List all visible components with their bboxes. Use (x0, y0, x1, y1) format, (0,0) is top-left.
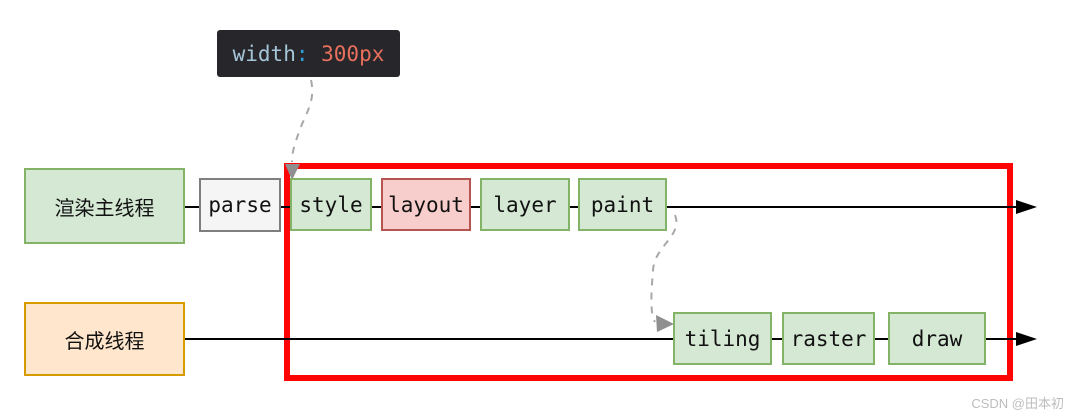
stage-box-style: style (290, 178, 372, 231)
stage-box-parse: parse (199, 178, 281, 232)
main-thread-label-box: 渲染主线程 (24, 168, 185, 244)
compositor-thread-label: 合成线程 (64, 330, 145, 353)
stage-label-raster: raster (790, 326, 867, 351)
tiling-arrowhead-icon (656, 315, 674, 332)
stage-label-style: style (299, 192, 363, 217)
css-property: width (232, 41, 296, 66)
main-thread-label: 渲染主线程 (54, 197, 155, 220)
compositor-thread-label-box: 合成线程 (24, 302, 185, 376)
stage-label-draw: draw (911, 326, 963, 351)
stage-box-layer: layer (480, 178, 570, 231)
stage-label-layout: layout (388, 192, 464, 217)
stage-label-tiling: tiling (684, 326, 761, 351)
paint-to-tiling-dashed-arrow (650, 214, 678, 323)
stage-box-draw: draw (888, 312, 986, 365)
stage-box-raster: raster (782, 312, 875, 365)
stage-label-paint: paint (590, 192, 655, 217)
stage-box-layout: layout (381, 178, 471, 231)
css-colon: : (295, 41, 322, 66)
tooltip-arrowhead-icon (285, 164, 300, 180)
css-value: 300px (321, 41, 385, 66)
highlight-rect (284, 163, 1013, 381)
main-thread-arrowhead-icon (1016, 200, 1037, 214)
stage-box-paint: paint (578, 178, 667, 231)
stage-label-parse: parse (208, 193, 272, 217)
stage-label-layer: layer (493, 192, 557, 217)
css-code-tooltip: width: 300px (217, 30, 400, 77)
stage-box-tiling: tiling (673, 312, 772, 365)
tooltip-to-style-dashed-arrow (291, 79, 314, 163)
compositor-thread-arrowhead-icon (1016, 332, 1037, 346)
watermark: CSDN @田本初 (971, 396, 1064, 411)
